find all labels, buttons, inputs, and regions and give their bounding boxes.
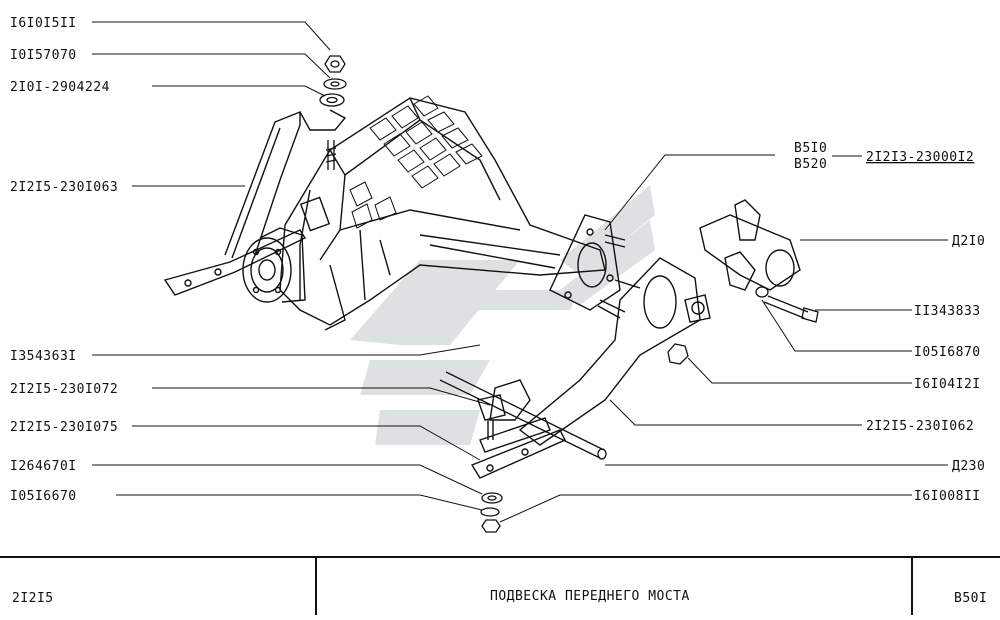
label-part-R8: I6I008II	[914, 489, 981, 504]
label-part-L3: 2I0I-2904224	[10, 80, 110, 95]
footer-page: B50I	[954, 591, 987, 606]
leader-lines-left	[92, 21, 491, 511]
label-part-R2: Д2I0	[952, 234, 985, 249]
label-part-L2: I0I57070	[10, 48, 77, 63]
label-part-R1b: B520	[794, 157, 827, 172]
label-part-R1a: B5I0	[794, 141, 827, 156]
label-part-L6: 2I2I5-230I072	[10, 382, 118, 397]
label-part-R5: I6I04I2I	[914, 377, 981, 392]
label-part-L5: I354363I	[10, 349, 77, 364]
lower-bracket	[470, 379, 566, 479]
differential-housing	[279, 97, 606, 331]
watermark-logo	[350, 185, 655, 445]
label-part-L8: I264670I	[10, 459, 77, 474]
label-part-R4: I05I6870	[914, 345, 981, 360]
bottom-fastener-stack	[480, 492, 503, 533]
flange-plate	[549, 214, 641, 319]
input-flange	[242, 227, 306, 303]
label-part-L9: I05I6670	[10, 489, 77, 504]
housing-ribs	[349, 95, 483, 229]
arm-nut	[667, 343, 689, 365]
bushing-bracket	[699, 199, 801, 291]
top-stud-stack	[319, 55, 347, 170]
label-part-L1: I6I0I5II	[10, 16, 77, 31]
label-part-R3: II343833	[914, 304, 981, 319]
left-bracket	[163, 109, 347, 296]
suspension-arm	[518, 257, 711, 446]
bolt	[755, 286, 819, 323]
label-part-L4: 2I2I5-230I063	[10, 180, 118, 195]
footer-frame	[0, 556, 1000, 615]
rod	[439, 371, 607, 460]
label-part-L7: 2I2I5-230I075	[10, 420, 118, 435]
label-part-R7: Д230	[952, 459, 985, 474]
footer-title: ПОДВЕСКА ПЕРЕДНЕГО МОСТА	[490, 589, 690, 604]
label-part-R6: 2I2I5-230I062	[866, 419, 974, 434]
label-part-R1c: 2I2I3-23000I2	[866, 150, 974, 165]
leader-lines-right	[499, 154, 948, 523]
footer-model: 2I2I5	[12, 591, 54, 606]
